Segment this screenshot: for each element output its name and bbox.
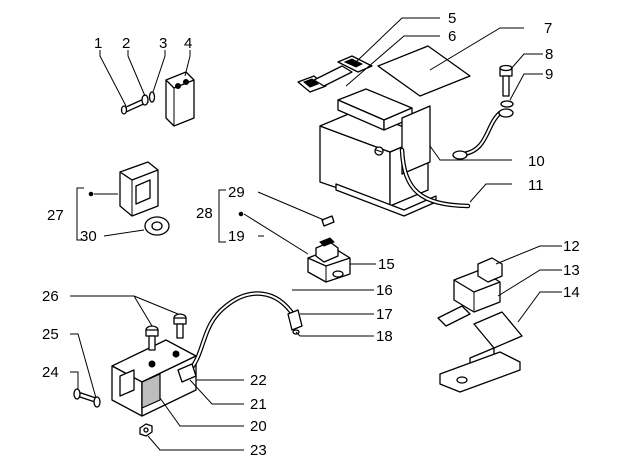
relay-27 — [119, 161, 159, 217]
ground-lead — [452, 108, 514, 160]
terminal-bolt — [499, 64, 513, 97]
callout-26: 26 — [42, 288, 59, 305]
callout-21: 21 — [250, 396, 267, 413]
callout-18: 18 — [376, 328, 393, 345]
callout-28: 28 — [196, 205, 213, 222]
bracket-14 — [439, 311, 523, 393]
callout-10: 10 — [528, 153, 545, 170]
washer-2 — [141, 94, 149, 106]
leader-lines — [70, 17, 562, 451]
callout-6: 6 — [448, 28, 456, 45]
relay-holder-13 — [437, 305, 471, 327]
callout-23: 23 — [250, 442, 267, 459]
callout-2: 2 — [122, 35, 130, 52]
callout-3: 3 — [159, 35, 167, 52]
battery — [319, 88, 471, 217]
callout-17: 17 — [376, 306, 393, 323]
callout-20: 20 — [250, 418, 267, 435]
callout-8: 8 — [545, 46, 553, 63]
callout-11: 11 — [528, 177, 544, 194]
terminal-washer — [500, 100, 514, 108]
nut-23 — [139, 423, 153, 437]
callout-19: 19 — [228, 228, 245, 245]
callout-22: 22 — [250, 372, 267, 389]
cable-16 — [177, 291, 303, 383]
bolt-26b — [173, 313, 187, 339]
callout-24: 24 — [42, 364, 59, 381]
callout-14: 14 — [563, 284, 580, 301]
relay-12 — [453, 257, 503, 313]
callout-13: 13 — [563, 262, 580, 279]
screw-24 — [73, 388, 97, 403]
clip-29 — [321, 215, 335, 227]
callout-5: 5 — [448, 10, 456, 27]
callout-27: 27 — [47, 207, 64, 224]
connector-15 — [307, 237, 351, 283]
callout-25: 25 — [42, 326, 59, 343]
washer-25 — [93, 396, 101, 408]
bracket-4 — [165, 71, 195, 127]
grommet-30 — [144, 216, 170, 236]
callout-12: 12 — [563, 238, 580, 255]
battery-strap — [297, 55, 373, 93]
battery-pad — [377, 45, 471, 97]
callout-1: 1 — [94, 35, 102, 52]
callout-4: 4 — [184, 35, 192, 52]
callout-numbers: 1 2 3 4 5 6 7 8 9 10 11 12 13 14 15 16 1… — [42, 10, 580, 459]
callout-9: 9 — [545, 66, 553, 83]
washer-3 — [148, 91, 156, 103]
callout-16: 16 — [376, 282, 393, 299]
callout-30: 30 — [80, 228, 97, 245]
callout-7: 7 — [544, 20, 552, 37]
callout-15: 15 — [378, 256, 395, 273]
callout-29: 29 — [228, 184, 245, 201]
